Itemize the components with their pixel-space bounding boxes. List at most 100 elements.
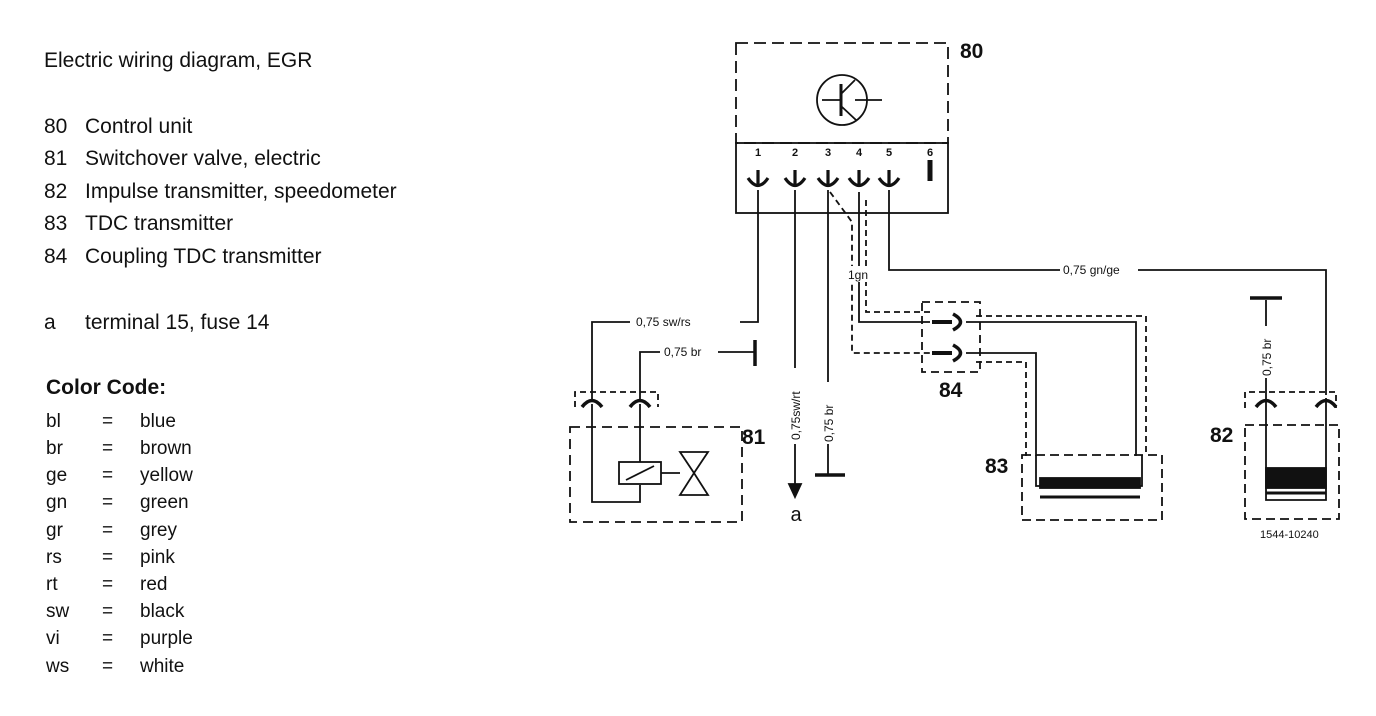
label-bg <box>821 382 835 444</box>
color-code-title: Color Code: <box>46 376 167 399</box>
wire-label-sw-rt: 0,75sw/rt <box>789 391 803 440</box>
color-name: red <box>140 574 168 595</box>
diagram-title: Electric wiring diagram, EGR <box>44 49 313 72</box>
equals-sign: = <box>102 574 114 595</box>
wire-label-gn: 1gn <box>848 268 868 282</box>
color-abbr: sw <box>46 601 70 622</box>
component-number: 80 <box>44 115 68 138</box>
color-name: yellow <box>140 465 193 486</box>
component-label: Coupling TDC transmitter <box>85 245 322 268</box>
wire-br-81 <box>639 351 755 400</box>
component-row-84: 84 Coupling TDC transmitter <box>44 245 322 269</box>
color-abbr: br <box>46 438 63 459</box>
pin-label-2: 2 <box>792 147 798 159</box>
color-abbr: rt <box>46 574 58 595</box>
impulse-transmitter-82 <box>1244 296 1340 520</box>
label-84: 84 <box>939 379 963 402</box>
equals-sign: = <box>102 601 114 622</box>
component-label: Control unit <box>85 115 193 138</box>
color-name: pink <box>140 547 175 568</box>
component-row-80: 80 Control unit <box>44 115 192 139</box>
equals-sign: = <box>102 628 114 649</box>
color-name: green <box>140 492 189 513</box>
pin-label-1: 1 <box>755 147 761 159</box>
color-abbr: vi <box>46 628 60 649</box>
wire-84-83-a <box>966 321 1137 456</box>
wire-84-83-shield-a <box>976 315 1147 456</box>
label-bg <box>788 368 802 444</box>
terminal-note-row: a terminal 15, fuse 14 <box>44 311 269 335</box>
color-abbr: gn <box>46 492 68 513</box>
component-row-81: 81 Switchover valve, electric <box>44 147 321 171</box>
component-number: 83 <box>44 212 68 235</box>
equals-sign: = <box>102 656 114 677</box>
color-abbr: rs <box>46 547 62 568</box>
valve-lower-triangle-icon <box>678 471 710 496</box>
pin-label-6: 6 <box>927 147 933 159</box>
label-bg <box>660 344 718 359</box>
label-80: 80 <box>960 40 983 63</box>
color-abbr: ge <box>46 465 68 486</box>
terminal-a-arrow <box>787 483 803 500</box>
coupling-84 <box>921 301 981 373</box>
tdc-transmitter-83 <box>1021 454 1163 521</box>
component-row-82: 82 Impulse transmitter, speedometer <box>44 180 397 204</box>
label-bg <box>846 266 874 282</box>
color-name: grey <box>140 520 177 541</box>
control-unit-80 <box>735 42 949 214</box>
wire-label-br-3: 0,75 br <box>822 405 836 442</box>
label-83: 83 <box>985 455 1008 478</box>
pin-label-3: 3 <box>825 147 831 159</box>
color-name: brown <box>140 438 192 459</box>
figure-id: 1544-10240 <box>1260 529 1319 541</box>
color-abbr: bl <box>46 411 61 432</box>
label-82: 82 <box>1210 424 1233 447</box>
component-number: 81 <box>44 147 68 170</box>
component-number: 82 <box>44 180 68 203</box>
color-abbr: ws <box>46 656 70 677</box>
label-bg <box>1259 326 1273 378</box>
wire-label-br-82: 0,75 br <box>1260 339 1274 376</box>
wire-shield-4 <box>865 200 930 313</box>
valve-upper-triangle-icon <box>678 451 710 475</box>
color-abbr: gr <box>46 520 63 541</box>
label-bg <box>630 314 740 329</box>
equals-sign: = <box>102 492 114 513</box>
wire-label-gn-ge: 0,75 gn/ge <box>1063 263 1120 277</box>
color-name: black <box>140 601 185 622</box>
component-row-83: 83 TDC transmitter <box>44 212 233 236</box>
equals-sign: = <box>102 438 114 459</box>
equals-sign: = <box>102 411 114 432</box>
terminal-a-label: a <box>790 504 802 526</box>
pin-label-4: 4 <box>856 147 863 159</box>
wire-sw-rs <box>591 190 759 400</box>
legend-panel: Electric wiring diagram, EGR 80 Control u… <box>0 0 560 716</box>
terminal-note-label: terminal 15, fuse 14 <box>85 311 270 334</box>
diagram-labels: 80 81 82 83 84 1 2 3 4 5 6 0,75 sw/rs 0,… <box>630 40 1319 541</box>
pin-label-5: 5 <box>886 147 892 159</box>
transistor-icon <box>816 74 882 126</box>
component-label: TDC transmitter <box>85 212 234 235</box>
wire-84-83-shield-b <box>976 361 1027 456</box>
pin-sockets <box>746 160 933 188</box>
terminal-key: a <box>44 311 56 334</box>
wire-label-sw-rs: 0,75 sw/rs <box>636 315 691 329</box>
component-label: Impulse transmitter, speedometer <box>85 180 397 203</box>
wire-label-br-81: 0,75 br <box>664 345 701 359</box>
wire-84-83-b <box>966 352 1037 456</box>
label-bg <box>1060 262 1138 277</box>
color-name: white <box>140 656 185 677</box>
equals-sign: = <box>102 547 114 568</box>
color-name: blue <box>140 411 176 432</box>
color-name: purple <box>140 628 193 649</box>
label-81: 81 <box>742 426 766 449</box>
wire-shield-3 <box>829 191 930 354</box>
wire-gn <box>858 192 930 323</box>
component-number: 84 <box>44 245 68 268</box>
component-label: Switchover valve, electric <box>85 147 321 170</box>
equals-sign: = <box>102 465 114 486</box>
switchover-valve-81 <box>569 391 743 523</box>
equals-sign: = <box>102 520 114 541</box>
control-unit-connector-housing <box>735 142 949 214</box>
